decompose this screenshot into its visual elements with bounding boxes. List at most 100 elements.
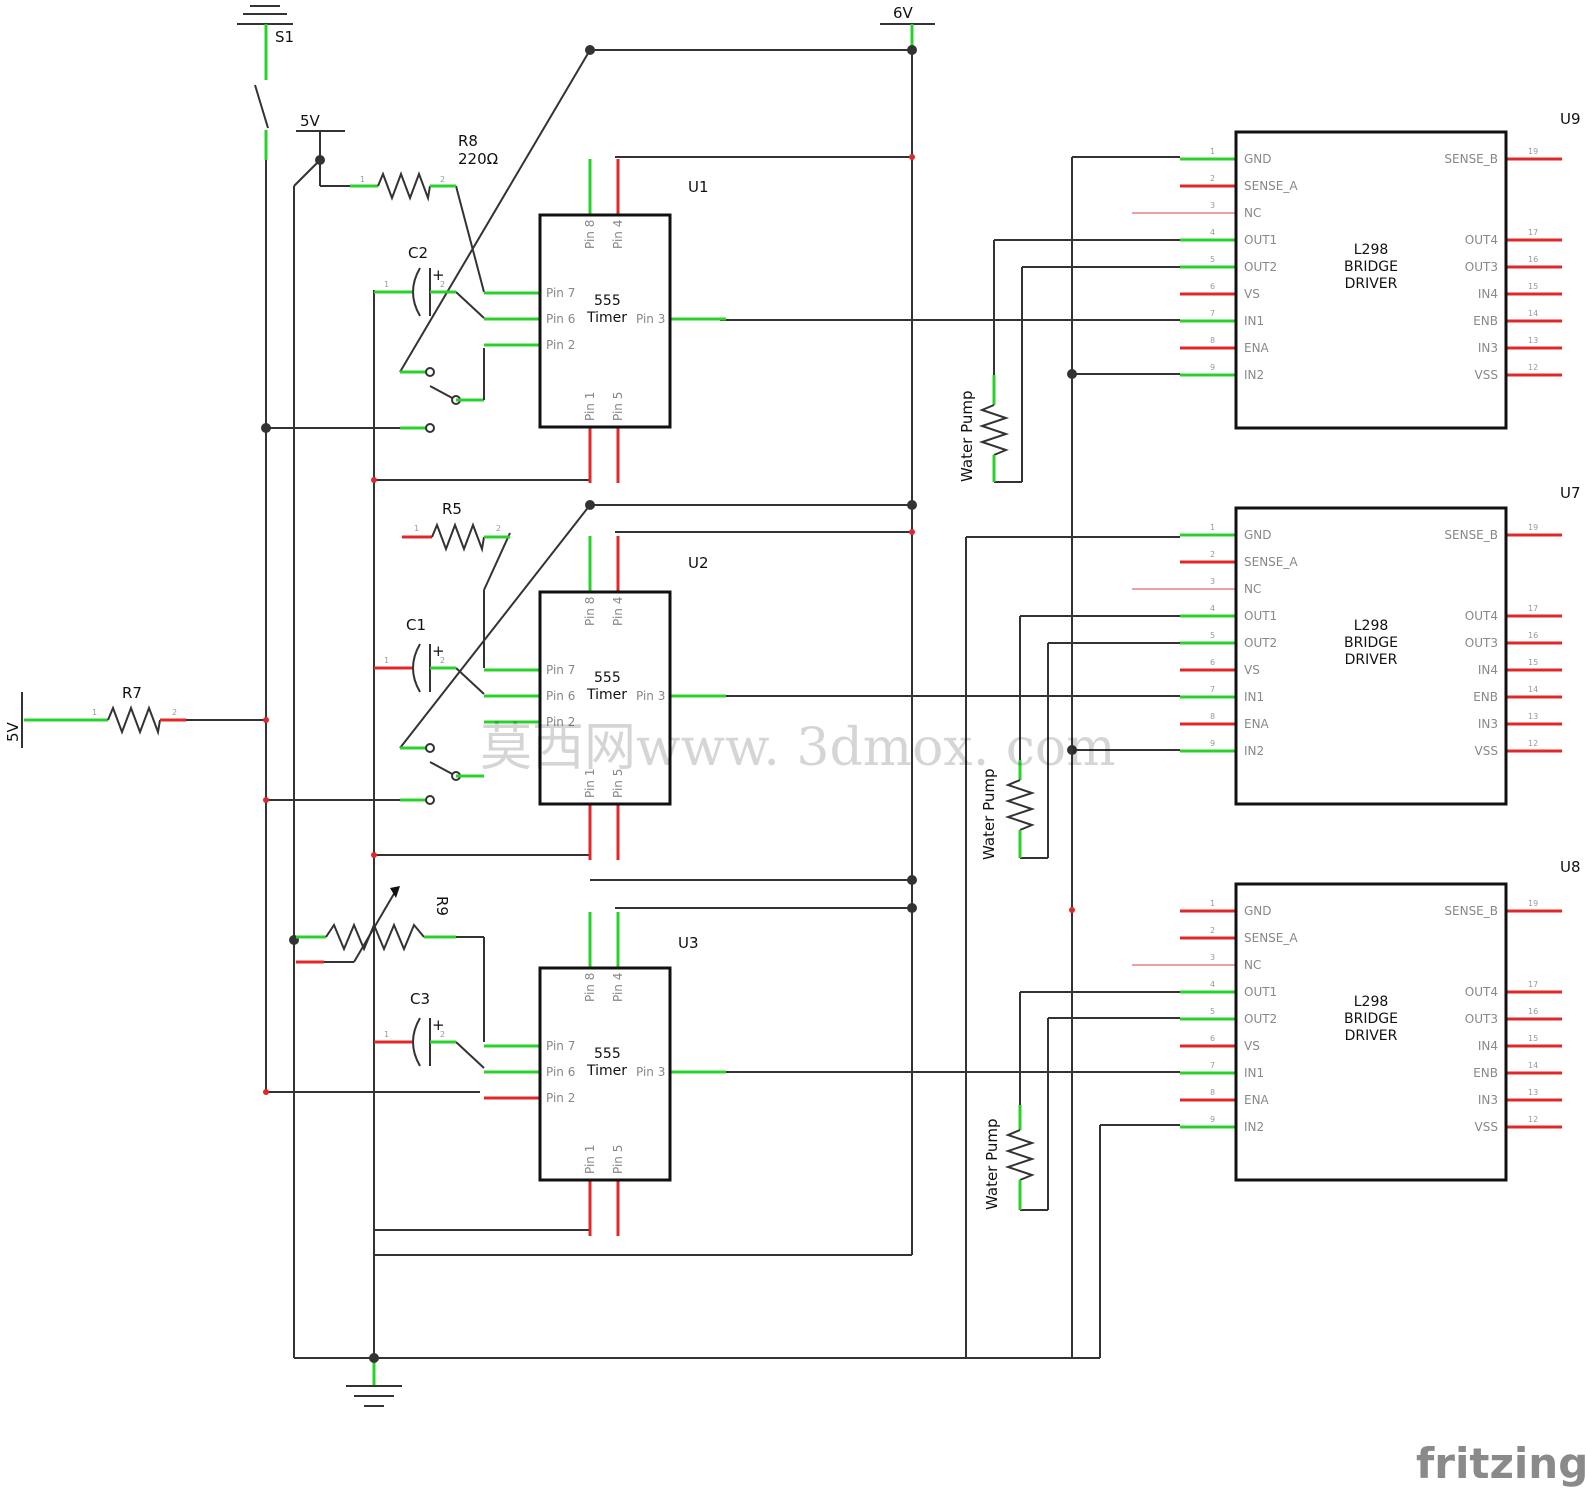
driver-left-pin-number: 7	[1210, 685, 1215, 694]
label-u9: U9	[1560, 110, 1581, 128]
driver-left-pin-label: SENSE_A	[1244, 555, 1298, 569]
label-5v-left: 5V	[4, 721, 22, 742]
label-6v: 6V	[893, 4, 914, 22]
driver-title-line3: DRIVER	[1345, 276, 1398, 292]
driver-right-pin-label: ENB	[1473, 690, 1498, 704]
timer-pin5-label: Pin 5	[611, 392, 625, 421]
timer-title-555: 555	[594, 670, 621, 686]
driver-left-pin-number: 4	[1210, 228, 1215, 237]
driver-left-pin-label: IN2	[1244, 744, 1264, 758]
driver-left-pin-number: 9	[1210, 1115, 1215, 1124]
label-pump-2: Water Pump	[980, 768, 998, 860]
driver-left-pin-label: IN2	[1244, 1120, 1264, 1134]
driver-left-pin-number: 1	[1210, 523, 1215, 532]
driver-right-pin-label: SENSE_B	[1444, 152, 1498, 166]
driver-right-pin-label: OUT3	[1465, 1012, 1498, 1026]
timer-pin7-label: Pin 7	[546, 286, 575, 300]
timer-title-timer: Timer	[586, 1063, 627, 1079]
driver-left-pin-number: 8	[1210, 712, 1215, 721]
driver-right-pin-label: OUT4	[1465, 233, 1498, 247]
capacitor-c3[interactable]: 1 2	[374, 1017, 456, 1067]
fritzing-logo: fritzing	[1416, 1439, 1586, 1488]
driver-right-pin-label: OUT4	[1465, 609, 1498, 623]
driver-left-pin-label: NC	[1244, 958, 1261, 972]
water-pump-2[interactable]	[1004, 760, 1036, 858]
driver-right-pin-number: 15	[1528, 1034, 1538, 1043]
driver-left-pin-number: 3	[1210, 953, 1215, 962]
label-r5: R5	[442, 500, 462, 518]
driver-left-pin-label: GND	[1244, 904, 1272, 918]
timer-pin3-label: Pin 3	[636, 1065, 665, 1079]
junction-dots	[261, 45, 1077, 1363]
timer-pin4-label: Pin 4	[611, 973, 625, 1002]
driver-left-pin-label: ENA	[1244, 341, 1270, 355]
label-c3-plus: +	[432, 1016, 445, 1034]
switch-u1[interactable]	[400, 348, 485, 433]
timer-pin2-label: Pin 2	[546, 715, 575, 729]
component-labels: S1 5V 6V 5V R8 220Ω R5 R7 R9 C2 C1 C3 + …	[4, 4, 1581, 1210]
driver-left-pin-label: GND	[1244, 528, 1272, 542]
timer-pin6-label: Pin 6	[546, 312, 575, 326]
timer-pin3-label: Pin 3	[636, 689, 665, 703]
resistor-r7[interactable]: 1 2	[80, 705, 186, 736]
driver-right-pin-label: IN4	[1478, 1039, 1498, 1053]
driver-left-pin-number: 4	[1210, 980, 1215, 989]
capacitor-c2[interactable]: 1 2	[374, 267, 456, 317]
driver-left-pin-label: SENSE_A	[1244, 179, 1298, 193]
l298-driver-u9[interactable]: GND1SENSE_A2NC3OUT14OUT25VS6IN17ENA8IN29…	[1132, 130, 1562, 430]
resistor-r5[interactable]: 1 2	[402, 522, 510, 553]
driver-left-pin-label: IN2	[1244, 368, 1264, 382]
water-pump-3[interactable]	[1004, 1105, 1036, 1210]
driver-left-pin-label: OUT1	[1244, 609, 1277, 623]
driver-right-pin-label: IN4	[1478, 287, 1498, 301]
resistor-r8[interactable]: 1 2	[350, 171, 456, 202]
driver-right-pin-label: OUT3	[1465, 260, 1498, 274]
timer-title-555: 555	[594, 1046, 621, 1062]
svg-text:1: 1	[414, 524, 419, 533]
timer-pin8-label: Pin 8	[583, 597, 597, 626]
driver-left-pin-number: 2	[1210, 550, 1215, 559]
label-u7: U7	[1560, 484, 1581, 502]
watermark: 莫西网www. 3dmox. com	[480, 718, 1116, 778]
label-s1: S1	[275, 28, 294, 46]
potentiometer-r9[interactable]	[296, 886, 456, 964]
driver-right-pin-number: 12	[1528, 363, 1538, 372]
label-r8-value: 220Ω	[458, 150, 498, 168]
driver-left-pin-number: 9	[1210, 739, 1215, 748]
switch-u2[interactable]	[400, 743, 484, 805]
label-c1: C1	[406, 616, 426, 634]
driver-right-pin-label: IN3	[1478, 341, 1498, 355]
driver-left-pin-number: 3	[1210, 201, 1215, 210]
driver-right-pin-label: ENB	[1473, 314, 1498, 328]
timer-pin8-label: Pin 8	[583, 220, 597, 249]
driver-left-pin-number: 6	[1210, 1034, 1215, 1043]
driver-left-pin-label: OUT1	[1244, 233, 1277, 247]
driver-left-pin-label: OUT2	[1244, 636, 1277, 650]
capacitor-c1[interactable]: 1 2	[374, 643, 456, 693]
driver-right-pin-number: 19	[1528, 899, 1538, 908]
driver-right-pin-number: 17	[1528, 604, 1538, 613]
driver-left-pin-label: IN1	[1244, 314, 1264, 328]
driver-left-pin-number: 8	[1210, 336, 1215, 345]
label-pump-3: Water Pump	[983, 1118, 1001, 1210]
driver-title-line3: DRIVER	[1345, 1028, 1398, 1044]
label-5v-top: 5V	[300, 112, 321, 130]
svg-text:1: 1	[92, 708, 97, 717]
driver-title-line2: BRIDGE	[1344, 635, 1398, 651]
timer-pin6-label: Pin 6	[546, 689, 575, 703]
timer-pin5-label: Pin 5	[611, 769, 625, 798]
l298-driver-u8[interactable]: GND1SENSE_A2NC3OUT14OUT25VS6IN17ENA8IN29…	[1132, 882, 1562, 1182]
water-pump-1[interactable]	[978, 375, 1010, 482]
label-r7: R7	[122, 684, 142, 702]
l298-driver-u7[interactable]: GND1SENSE_A2NC3OUT14OUT25VS6IN17ENA8IN29…	[1132, 506, 1562, 806]
timer-pin6-label: Pin 6	[546, 1065, 575, 1079]
driver-right-pin-number: 19	[1528, 523, 1538, 532]
driver-right-pin-label: VSS	[1475, 1120, 1498, 1134]
driver-title-line1: L298	[1354, 242, 1389, 258]
driver-left-pin-number: 4	[1210, 604, 1215, 613]
driver-right-pin-label: VSS	[1475, 744, 1498, 758]
